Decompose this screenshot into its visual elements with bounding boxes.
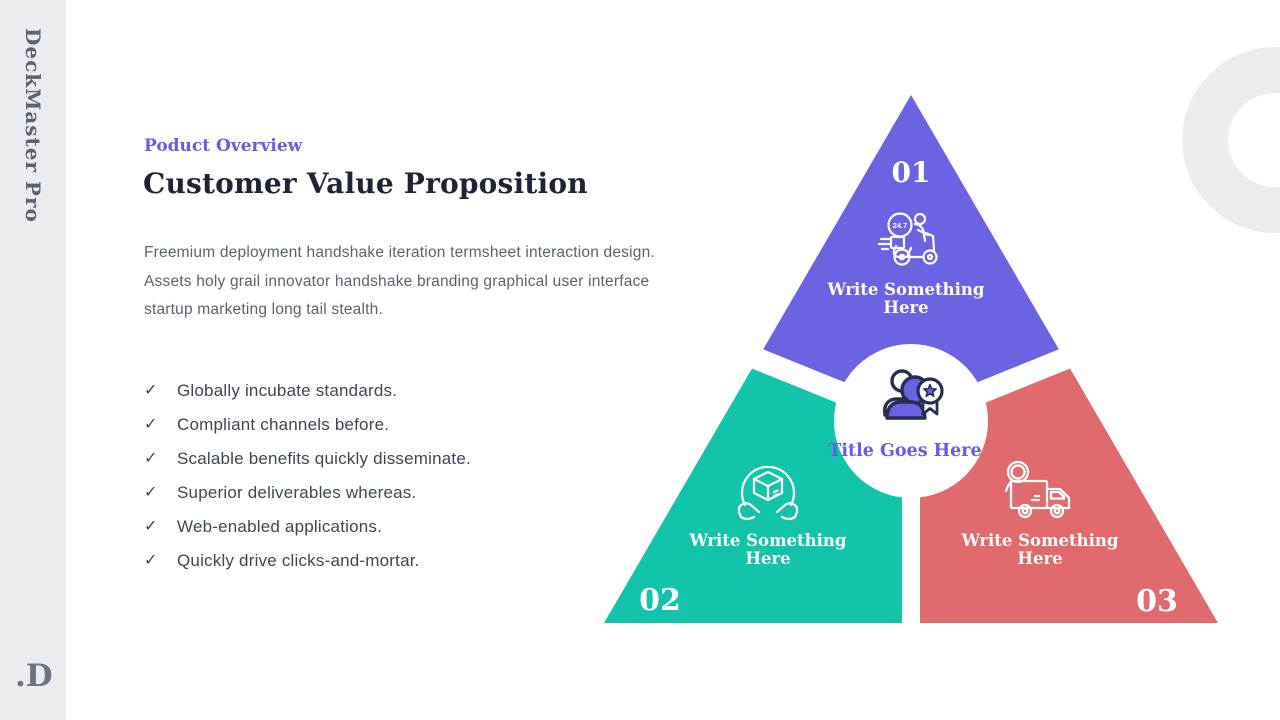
list-item-text: Scalable benefits quickly disseminate.	[177, 449, 471, 468]
segment-03-label-line2: Here	[1017, 549, 1062, 568]
list-item: ✓ Globally incubate standards.	[144, 381, 471, 400]
list-item: ✓ Superior deliverables whereas.	[144, 483, 471, 502]
checkmark-icon: ✓	[144, 484, 158, 501]
center-title: Title Goes Here	[828, 441, 981, 461]
checkmark-icon: ✓	[144, 450, 158, 467]
segment-03-label-line1: Write Something	[961, 531, 1119, 550]
person-badge-star-icon	[883, 369, 944, 420]
segment-01-label-line2: Here	[883, 298, 928, 317]
segment-01-number: 01	[892, 156, 931, 189]
segment-03-number: 03	[1136, 584, 1178, 619]
segment-02-label-line1: Write Something	[689, 531, 847, 550]
list-item: ✓ Web-enabled applications.	[144, 517, 471, 536]
brand-logo: .D	[15, 658, 53, 694]
checkmark-icon: ✓	[144, 416, 158, 433]
segment-02-number: 02	[639, 583, 681, 618]
intro-paragraph: Freemium deployment handshake iteration …	[144, 244, 655, 318]
checkmark-icon: ✓	[144, 382, 158, 399]
pyramid-diagram: 01 24.7 Write Something Here Write Somet…	[604, 95, 1218, 632]
hands-holding-box-icon	[737, 465, 799, 521]
center-circle	[834, 344, 988, 498]
delivery-scooter-24-7-icon	[877, 212, 938, 266]
list-item-text: Globally incubate standards.	[177, 381, 398, 400]
list-item: ✓ Scalable benefits quickly disseminate.	[144, 449, 471, 468]
checkmark-icon: ✓	[144, 552, 158, 569]
checklist: ✓ Globally incubate standards. ✓ Compliant…	[144, 381, 471, 585]
delivery-truck-search-icon	[1004, 460, 1071, 519]
sidebar: DeckMaster Pro .D	[0, 0, 66, 720]
segment-02-label-line2: Here	[745, 549, 790, 568]
list-item-text: Superior deliverables whereas.	[177, 483, 417, 502]
brand-vertical-text: DeckMaster Pro	[21, 28, 45, 223]
list-item: ✓ Compliant channels before.	[144, 415, 471, 434]
checkmark-icon: ✓	[144, 518, 158, 535]
list-item-text: Compliant channels before.	[177, 415, 390, 434]
list-item: ✓ Quickly drive clicks-and-mortar.	[144, 551, 471, 570]
eyebrow-label: Poduct Overview	[144, 136, 303, 156]
page-title: Customer Value Proposition	[143, 167, 588, 200]
list-item-text: Quickly drive clicks-and-mortar.	[177, 551, 420, 570]
list-item-text: Web-enabled applications.	[177, 517, 383, 536]
scooter-24-7-badge: 24.7	[893, 221, 908, 230]
segment-01-label-line1: Write Something	[827, 280, 985, 299]
